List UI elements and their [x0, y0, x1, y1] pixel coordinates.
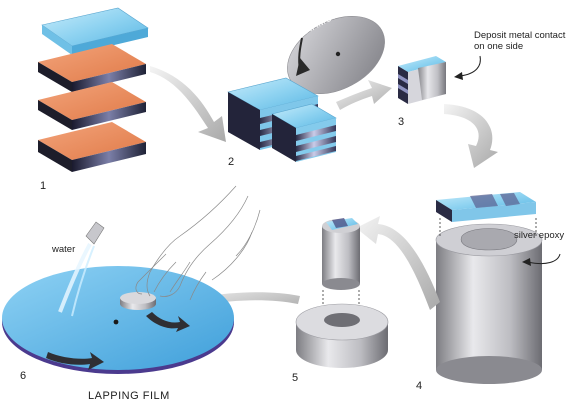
arrow-5-to-6 [186, 286, 300, 312]
step-label-4: 4 [416, 380, 423, 392]
step-label-2: 2 [228, 156, 235, 168]
silver-epoxy-label: silver epoxy [514, 230, 565, 241]
callout-silver-epoxy [527, 253, 561, 265]
callout-deposit [459, 55, 481, 77]
step-2-bonded-stack [227, 77, 337, 162]
arrow-1-to-2 [150, 66, 226, 142]
step-label-5: 5 [292, 372, 299, 384]
deposit-note-line-2: on one side [474, 41, 524, 52]
step-4-mount-on-cylinder [435, 192, 543, 384]
deposit-note-line-1: Deposit metal contact [474, 30, 566, 41]
step-1-exploded-layers [38, 7, 149, 172]
arrow-2-to-3 [336, 80, 392, 110]
step-5-cylinder-and-ring [295, 218, 389, 368]
step-label-3: 3 [398, 116, 405, 128]
arrow-3-to-4 [444, 104, 498, 168]
step-6-lapping [2, 221, 234, 374]
water-label: water [52, 244, 76, 255]
lapping-film-label: LAPPING FILM [88, 390, 170, 402]
diamond-saw [287, 16, 385, 94]
step-label-6: 6 [20, 370, 27, 382]
step-label-1: 1 [40, 180, 47, 192]
arrow-4-to-5 [356, 216, 440, 310]
step-3-cut-piece [398, 56, 446, 104]
deposit-note: Deposit metal contact on one side [474, 30, 565, 52]
hand-sketch [135, 185, 261, 301]
